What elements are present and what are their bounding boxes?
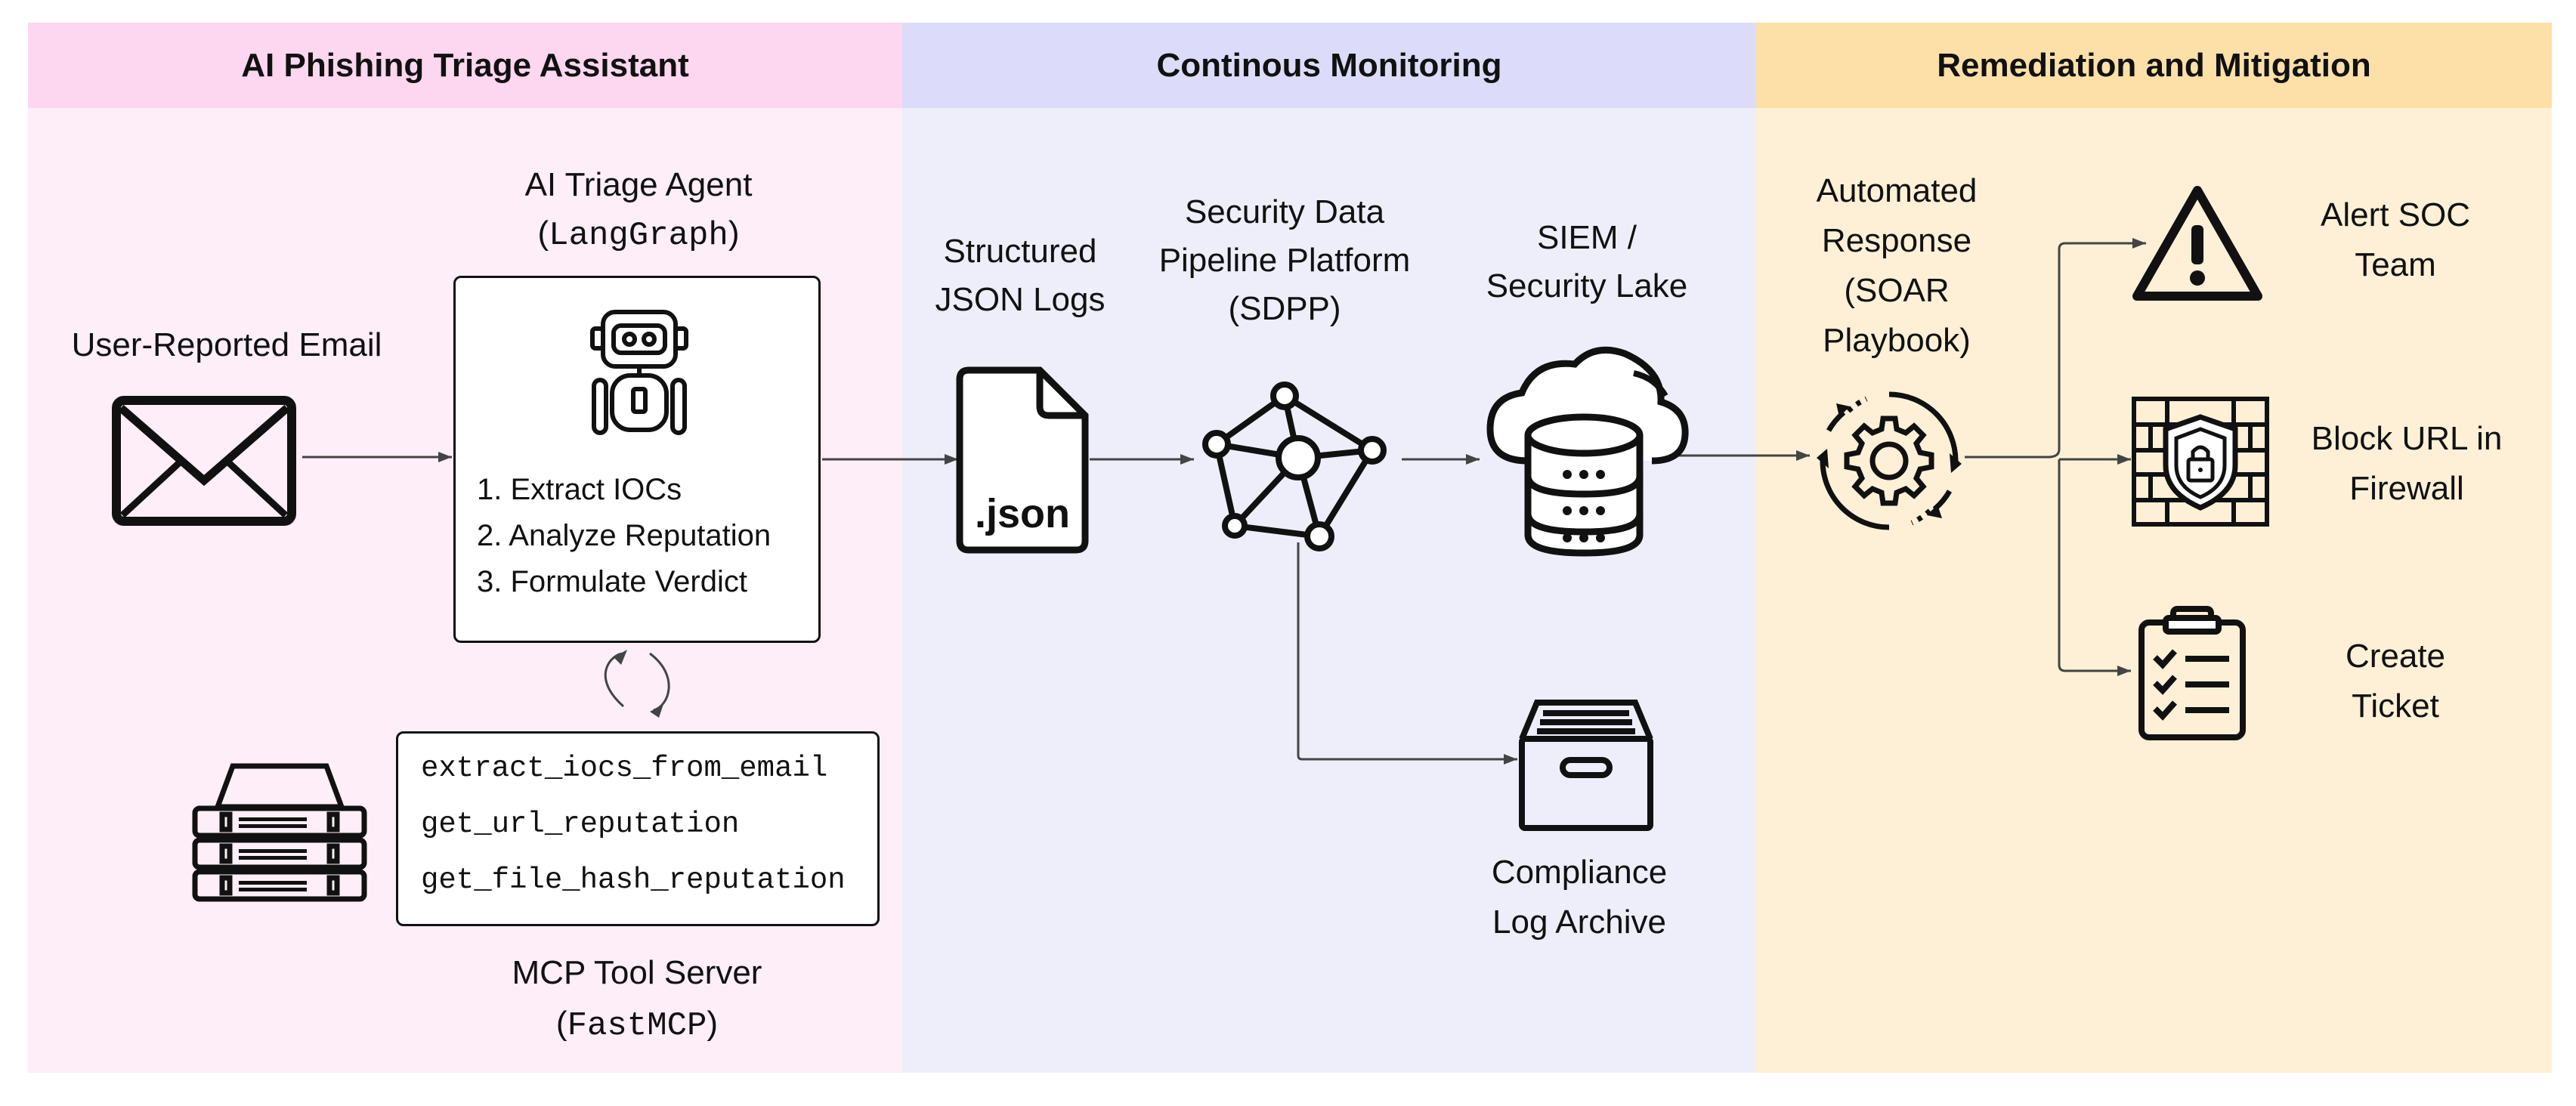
edge-branch-alert	[2058, 242, 2146, 450]
network-graph-icon	[1202, 382, 1387, 551]
sdpp-line2: Pipeline Platform	[1158, 242, 1411, 279]
mcp-title: MCP Tool Server	[512, 954, 762, 991]
agent-title: AI Triage Agent	[524, 166, 753, 203]
agent-step-2-text: Analyze Reputation	[509, 519, 772, 552]
archive-line1: Compliance	[1491, 854, 1668, 891]
soar-line1: Automated	[1816, 172, 1978, 209]
cloud-database-icon	[1486, 346, 1689, 557]
json-label-line1: Structured	[943, 233, 1097, 270]
gear-cycle-icon	[1817, 391, 1962, 530]
section-remediation: Remediation and Mitigation	[1756, 23, 2552, 1073]
edge-branch-ticket	[2058, 459, 2131, 672]
sdpp-line3: (SDPP)	[1228, 290, 1341, 327]
tool-list-box: extract_iocs_from_email get_url_reputati…	[396, 731, 880, 926]
ticket-line2: Ticket	[2352, 687, 2439, 724]
section-header-monitoring: Continous Monitoring	[902, 23, 1756, 108]
robot-icon	[590, 310, 688, 435]
server-stack-icon	[192, 763, 367, 902]
mcp-subtitle-text: FastMCP	[567, 1007, 707, 1045]
agent-subtitle-text: LangGraph	[549, 217, 728, 255]
alert-line1: Alert SOC	[2320, 196, 2471, 233]
clipboard-checklist-icon	[2138, 606, 2246, 740]
agent-box: 1. Extract IOCs 2. Analyze Reputation 3.…	[453, 276, 821, 643]
json-file-icon: .json	[956, 366, 1089, 554]
firewall-icon	[2132, 397, 2269, 527]
archive-line2: Log Archive	[1492, 904, 1666, 941]
agent-steps: 1. Extract IOCs 2. Analyze Reputation 3.…	[477, 467, 771, 605]
agent-subtitle: (LangGraph)	[537, 215, 740, 255]
block-line1: Block URL in	[2311, 420, 2503, 457]
soar-line4: Playbook)	[1823, 322, 1971, 359]
json-label-line2: JSON Logs	[935, 281, 1106, 318]
agent-step-2: 2. Analyze Reputation	[477, 519, 772, 552]
archive-box-icon	[1519, 700, 1653, 831]
agent-step-3-text: Formulate Verdict	[510, 565, 747, 598]
block-line2: Firewall	[2349, 470, 2464, 507]
edge-sdpp-archive	[1297, 542, 1517, 761]
section-header-triage: AI Phishing Triage Assistant	[28, 23, 902, 108]
agent-step-1-text: Extract IOCs	[510, 473, 682, 506]
json-file-text: .json	[975, 491, 1070, 536]
soar-line2: Response	[1821, 222, 1972, 259]
siem-line1: SIEM /	[1536, 219, 1637, 256]
siem-line2: Security Lake	[1486, 267, 1688, 304]
tool-item-3: get_file_hash_reputation	[421, 863, 846, 897]
tool-item-1: extract_iocs_from_email	[421, 752, 828, 785]
agent-step-1: 1. Extract IOCs	[477, 473, 682, 506]
soar-line3: (SOAR	[1844, 272, 1950, 309]
email-label: User-Reported Email	[71, 326, 382, 363]
warning-icon	[2132, 186, 2262, 301]
mcp-subtitle: (FastMCP)	[555, 1005, 719, 1045]
envelope-icon	[112, 396, 296, 526]
section-header-remediation: Remediation and Mitigation	[1756, 23, 2552, 108]
ticket-line1: Create	[2345, 638, 2446, 675]
agent-step-3: 3. Formulate Verdict	[477, 565, 747, 598]
alert-line2: Team	[2355, 246, 2436, 283]
edge-mcp-agent-cycle	[649, 652, 670, 712]
sdpp-line1: Security Data	[1184, 193, 1385, 230]
tool-item-2: get_url_reputation	[421, 808, 740, 841]
